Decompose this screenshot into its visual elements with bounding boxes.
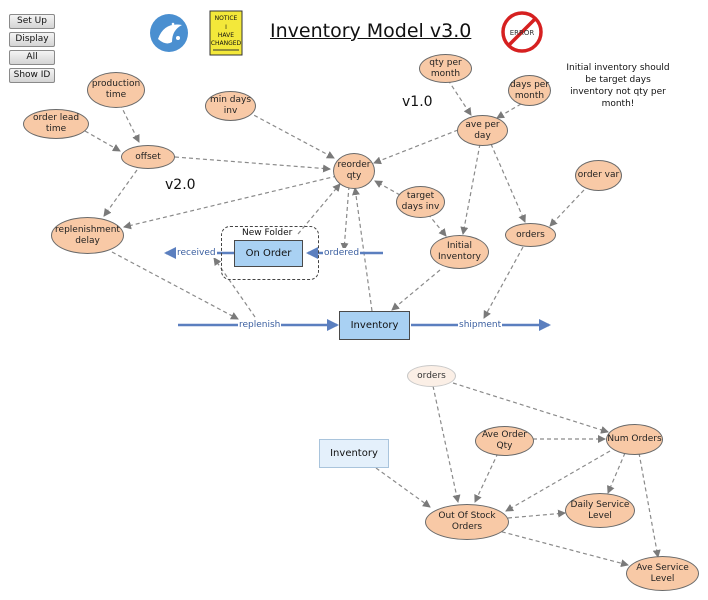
show-id-button[interactable]: Show ID [9, 68, 55, 83]
node-daily-service-level[interactable]: Daily Service Level [565, 493, 635, 528]
svg-text:NOTICE: NOTICE [215, 15, 238, 22]
node-replenishment-delay[interactable]: replenishment delay [51, 217, 124, 254]
flow-shipment[interactable]: shipment [458, 320, 503, 330]
link-targetdays-initial [427, 213, 447, 237]
node-qty-per-month[interactable]: qty per month [419, 54, 472, 83]
link-production-offset [119, 103, 140, 143]
link-ghostinventory-outofstock [375, 467, 431, 508]
link-initial-inventory [391, 269, 441, 311]
node-ave-order-qty[interactable]: Ave Order Qty [475, 426, 534, 456]
node-production-time[interactable]: production time [87, 72, 145, 108]
link-reorder-replenishment [123, 175, 338, 230]
node-num-orders[interactable]: Num Orders [606, 424, 663, 455]
node-target-days-inv[interactable]: target days inv [396, 186, 445, 218]
version-v2-label: v2.0 [165, 177, 196, 193]
link-replenishment-replenish [111, 251, 239, 320]
inventory-note: Initial inventory should be target days … [566, 63, 670, 109]
svg-text:HAVE: HAVE [218, 32, 234, 39]
link-qtypermonth-aveperday [447, 79, 472, 116]
notice-sign-icon: NOTICE I HAVE CHANGED [209, 10, 243, 56]
link-numorders-outofstock [505, 450, 611, 512]
new-folder-label: New Folder [242, 228, 293, 238]
page-title: Inventory Model v3.0 [270, 20, 472, 42]
node-min-days-inv[interactable]: min days inv [205, 91, 256, 121]
moon-logo-icon [150, 14, 188, 52]
link-aveperday-orders [490, 143, 526, 223]
version-v1-label: v1.0 [402, 94, 433, 110]
node-days-per-month[interactable]: days per month [508, 75, 551, 106]
node-ave-service-level[interactable]: Ave Service Level [626, 556, 699, 591]
link-ghostorders-outofstock [432, 385, 461, 503]
link-numorders-aveservice [638, 452, 661, 558]
link-aveperday-reorder [373, 129, 459, 165]
node-order-var[interactable]: order var [575, 160, 622, 191]
svg-text:I: I [225, 24, 227, 31]
flow-ordered[interactable]: ordered [323, 248, 361, 258]
link-ghostorders-numorders [452, 382, 609, 434]
node-offset[interactable]: offset [121, 145, 175, 169]
stock-inventory-ghost[interactable]: Inventory [319, 439, 389, 468]
all-button[interactable]: All [9, 50, 55, 65]
link-offset-replenishment [103, 169, 138, 217]
link-numorders-daily [607, 452, 626, 494]
link-outofstock-daily [507, 509, 566, 519]
display-button[interactable]: Display [9, 32, 55, 47]
link-targetdays-reorder [374, 180, 401, 196]
link-reorder-ordered [340, 185, 350, 251]
node-reorder-qty[interactable]: reorder qty [333, 153, 375, 189]
link-replenish-received [213, 257, 256, 318]
node-ave-per-day[interactable]: ave per day [457, 115, 508, 146]
link-leadtime-offset [84, 130, 121, 152]
link-onorder-reorder [297, 183, 341, 235]
node-order-lead-time[interactable]: order lead time [23, 109, 89, 139]
node-orders[interactable]: orders [505, 223, 556, 247]
error-prohibited-icon: ERROR [501, 11, 543, 53]
link-offset-reorder [174, 156, 331, 173]
node-out-of-stock-orders[interactable]: Out Of Stock Orders [425, 504, 509, 540]
link-aveperday-initial [460, 143, 481, 235]
link-outofstock-aveservice [494, 529, 629, 568]
link-ordervar-orders [549, 189, 585, 227]
stock-on-order[interactable]: On Order [234, 240, 303, 267]
node-initial-inventory[interactable]: Initial Inventory [430, 235, 489, 269]
stock-inventory[interactable]: Inventory [339, 311, 410, 340]
flow-received[interactable]: received [176, 248, 217, 258]
link-aveorderqty-outofstock [474, 452, 499, 503]
node-orders-ghost[interactable]: orders [407, 365, 456, 387]
setup-button[interactable]: Set Up [9, 14, 55, 29]
flow-replenish[interactable]: replenish [238, 320, 282, 330]
link-dayspermonth-aveperday [496, 103, 522, 119]
new-folder-box[interactable] [221, 226, 319, 280]
svg-text:ERROR: ERROR [510, 29, 535, 37]
link-orders-shipment [483, 246, 524, 319]
link-mindays-reorder [247, 111, 335, 159]
svg-text:CHANGED: CHANGED [211, 40, 242, 47]
